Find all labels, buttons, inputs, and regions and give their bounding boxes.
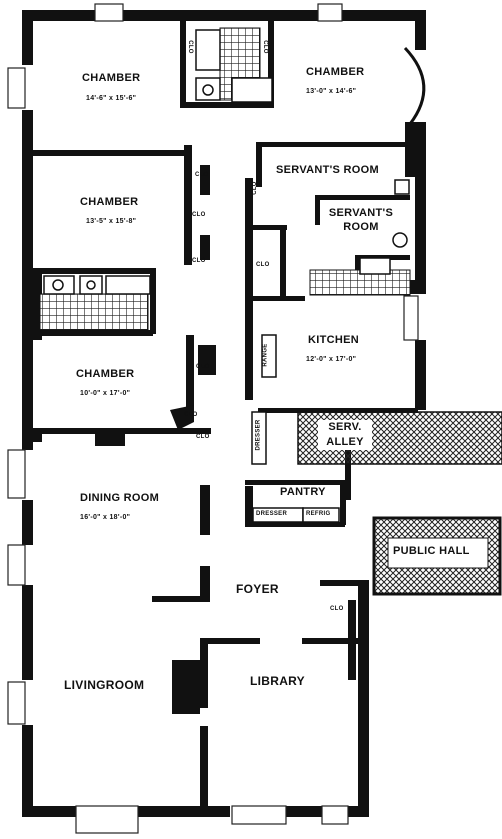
library-label: LIBRARY [250,674,305,688]
livingroom-label: LIVINGROOM [64,678,145,692]
interior-walls [33,20,418,808]
bay-window [403,46,426,125]
clo-label: CLO [196,434,210,440]
clo-label: CLO [196,364,210,370]
clo-label: CLO [256,262,270,268]
servants-room-1-label: SERVANT'S ROOM [276,164,379,176]
range [261,334,277,378]
public-hall-label: PUBLIC HALL [393,545,470,557]
servants-room-2-label: SERVANT'S ROOM [328,207,394,233]
pantry-label: PANTRY [280,486,326,498]
clo-label: CLO [251,181,258,195]
fixtures [43,29,410,295]
clo-label: CLO [195,172,209,178]
pantry-refrig [302,507,340,523]
chamber-w3-label: CHAMBER [76,368,135,380]
bath-tile-west [39,293,149,331]
dining-room-label: DINING ROOM [80,492,160,504]
range-label: RANGE [262,343,269,367]
chamber-nw-dim: 14'-6" x 15'-6" [86,95,137,102]
bath-tile-servant [309,269,411,296]
clo-label: CLO [330,606,344,612]
public-hall-inner [387,537,489,569]
dining-room-dim: 16'-0" x 18'-0" [80,514,131,521]
kitchen-label: KITCHEN [308,334,359,346]
clo-label: CLO [186,40,193,54]
service-alley-label: SERV. ALLEY [318,420,372,450]
chamber-ne-label: CHAMBER [306,66,365,78]
clo-label: CLO [192,212,206,218]
chamber-w3-dim: 10'-0" x 17'-0" [80,390,131,397]
clo-label: CLO [184,412,198,418]
dresser-small-label: DRESSER [255,419,262,451]
clo-label: CLO [261,40,268,54]
dresser-label: DRESSER [256,511,288,517]
windows [7,3,419,834]
refrig-label: REFRIG [306,511,331,517]
chamber-w2-label: CHAMBER [80,196,139,208]
chamber-nw-label: CHAMBER [82,72,141,84]
kitchen-dim: 12'-0" x 17'-0" [306,356,357,363]
chamber-ne-dim: 13'-0" x 14'-6" [306,88,357,95]
outer-walls [22,10,426,817]
foyer-label: FOYER [236,582,279,596]
chamber-w2-dim: 13'-5" x 15'-8" [86,218,137,225]
clo-label: CLO [192,258,206,264]
kitchen-dresser [251,411,267,465]
